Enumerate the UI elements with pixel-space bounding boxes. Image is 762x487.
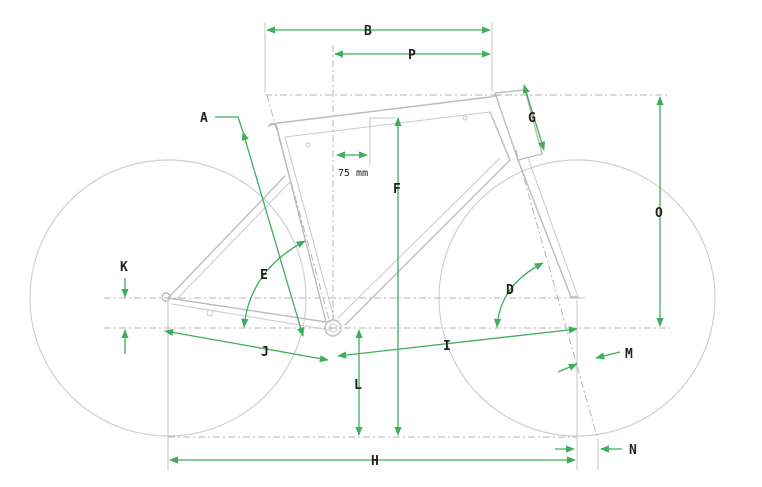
label-d: D [506, 283, 514, 298]
label-l: L [354, 378, 362, 393]
label-p: P [408, 48, 416, 63]
dimension-labels: B P A G O F 75 mm E K D J I M L H N [120, 24, 663, 469]
label-i: I [443, 339, 451, 354]
reference-lines [104, 22, 670, 470]
label-h: H [371, 454, 379, 469]
label-j: J [261, 345, 269, 360]
label-n: N [629, 443, 637, 458]
label-e: E [260, 268, 268, 283]
label-b: B [364, 24, 372, 39]
label-k: K [120, 260, 128, 275]
label-f: F [393, 182, 401, 197]
label-75mm: 75 mm [338, 168, 368, 179]
label-o: O [655, 206, 663, 221]
label-a: A [200, 111, 208, 126]
dimension-lines [121, 26, 664, 464]
label-g: G [528, 111, 536, 126]
label-m: M [625, 347, 633, 362]
